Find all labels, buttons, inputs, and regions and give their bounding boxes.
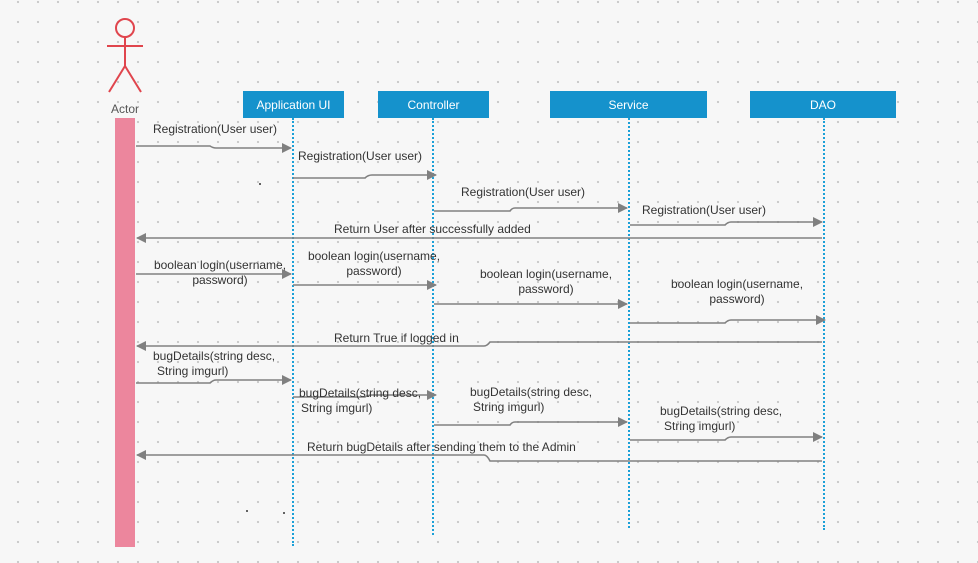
message-bug-actor-app: bugDetails(string desc,String imgurl): [153, 349, 276, 378]
arrow-reg-ctrl-svc: [434, 203, 628, 213]
stray-dot: [259, 183, 261, 185]
arrow-bug-return: [136, 450, 822, 462]
message-login-return: Return True if logged in: [334, 331, 459, 345]
participant-dao[interactable]: DAO: [750, 91, 896, 118]
participant-application-ui[interactable]: Application UI: [243, 91, 344, 118]
message-bug-ctrl-svc: bugDetails(string desc,String imgurl): [470, 385, 593, 414]
lifeline-application-ui: [292, 118, 294, 546]
arrow-bug-ctrl-svc: [434, 417, 628, 427]
message-reg-return: Return User after successfully added: [334, 222, 531, 236]
message-login-svc-dao: boolean login(username,password): [670, 277, 804, 306]
participant-service[interactable]: Service: [550, 91, 707, 118]
actor-figure-icon: [107, 18, 143, 93]
message-reg-svc-dao: Registration(User user): [642, 203, 767, 217]
message-bug-app-ctrl: bugDetails(string desc,String imgurl): [299, 386, 422, 415]
message-reg-actor-app: Registration(User user): [153, 122, 278, 136]
arrow-reg-app-ctrl: [293, 170, 437, 180]
arrow-reg-svc-dao: [630, 217, 823, 227]
arrow-reg-actor-app: [136, 143, 292, 153]
arrow-bug-app-ctrl: [293, 390, 437, 400]
participant-controller[interactable]: Controller: [378, 91, 489, 118]
message-login-app-ctrl: boolean login(username,password): [307, 249, 441, 278]
message-bug-return: Return bugDetails after sending them to …: [307, 440, 576, 454]
lifeline-controller: [432, 118, 434, 535]
actor-activation-bar[interactable]: [115, 118, 135, 547]
arrow-login-return: [136, 341, 822, 351]
message-reg-app-ctrl: Registration(User user): [298, 149, 423, 163]
lifeline-service: [628, 118, 630, 528]
message-login-actor-app: boolean login(username,password): [153, 258, 287, 287]
stray-dot: [246, 510, 248, 512]
actor-label: Actor: [110, 102, 139, 116]
stray-dot: [283, 512, 285, 514]
arrow-bug-actor-app: [136, 375, 292, 385]
message-bug-svc-dao: bugDetails(string desc,String imgurl): [660, 404, 783, 433]
arrow-login-svc-dao: [630, 315, 826, 325]
arrow-bug-svc-dao: [630, 432, 823, 442]
message-login-ctrl-svc: boolean login(username,password): [479, 267, 613, 296]
message-reg-ctrl-svc: Registration(User user): [461, 185, 586, 199]
